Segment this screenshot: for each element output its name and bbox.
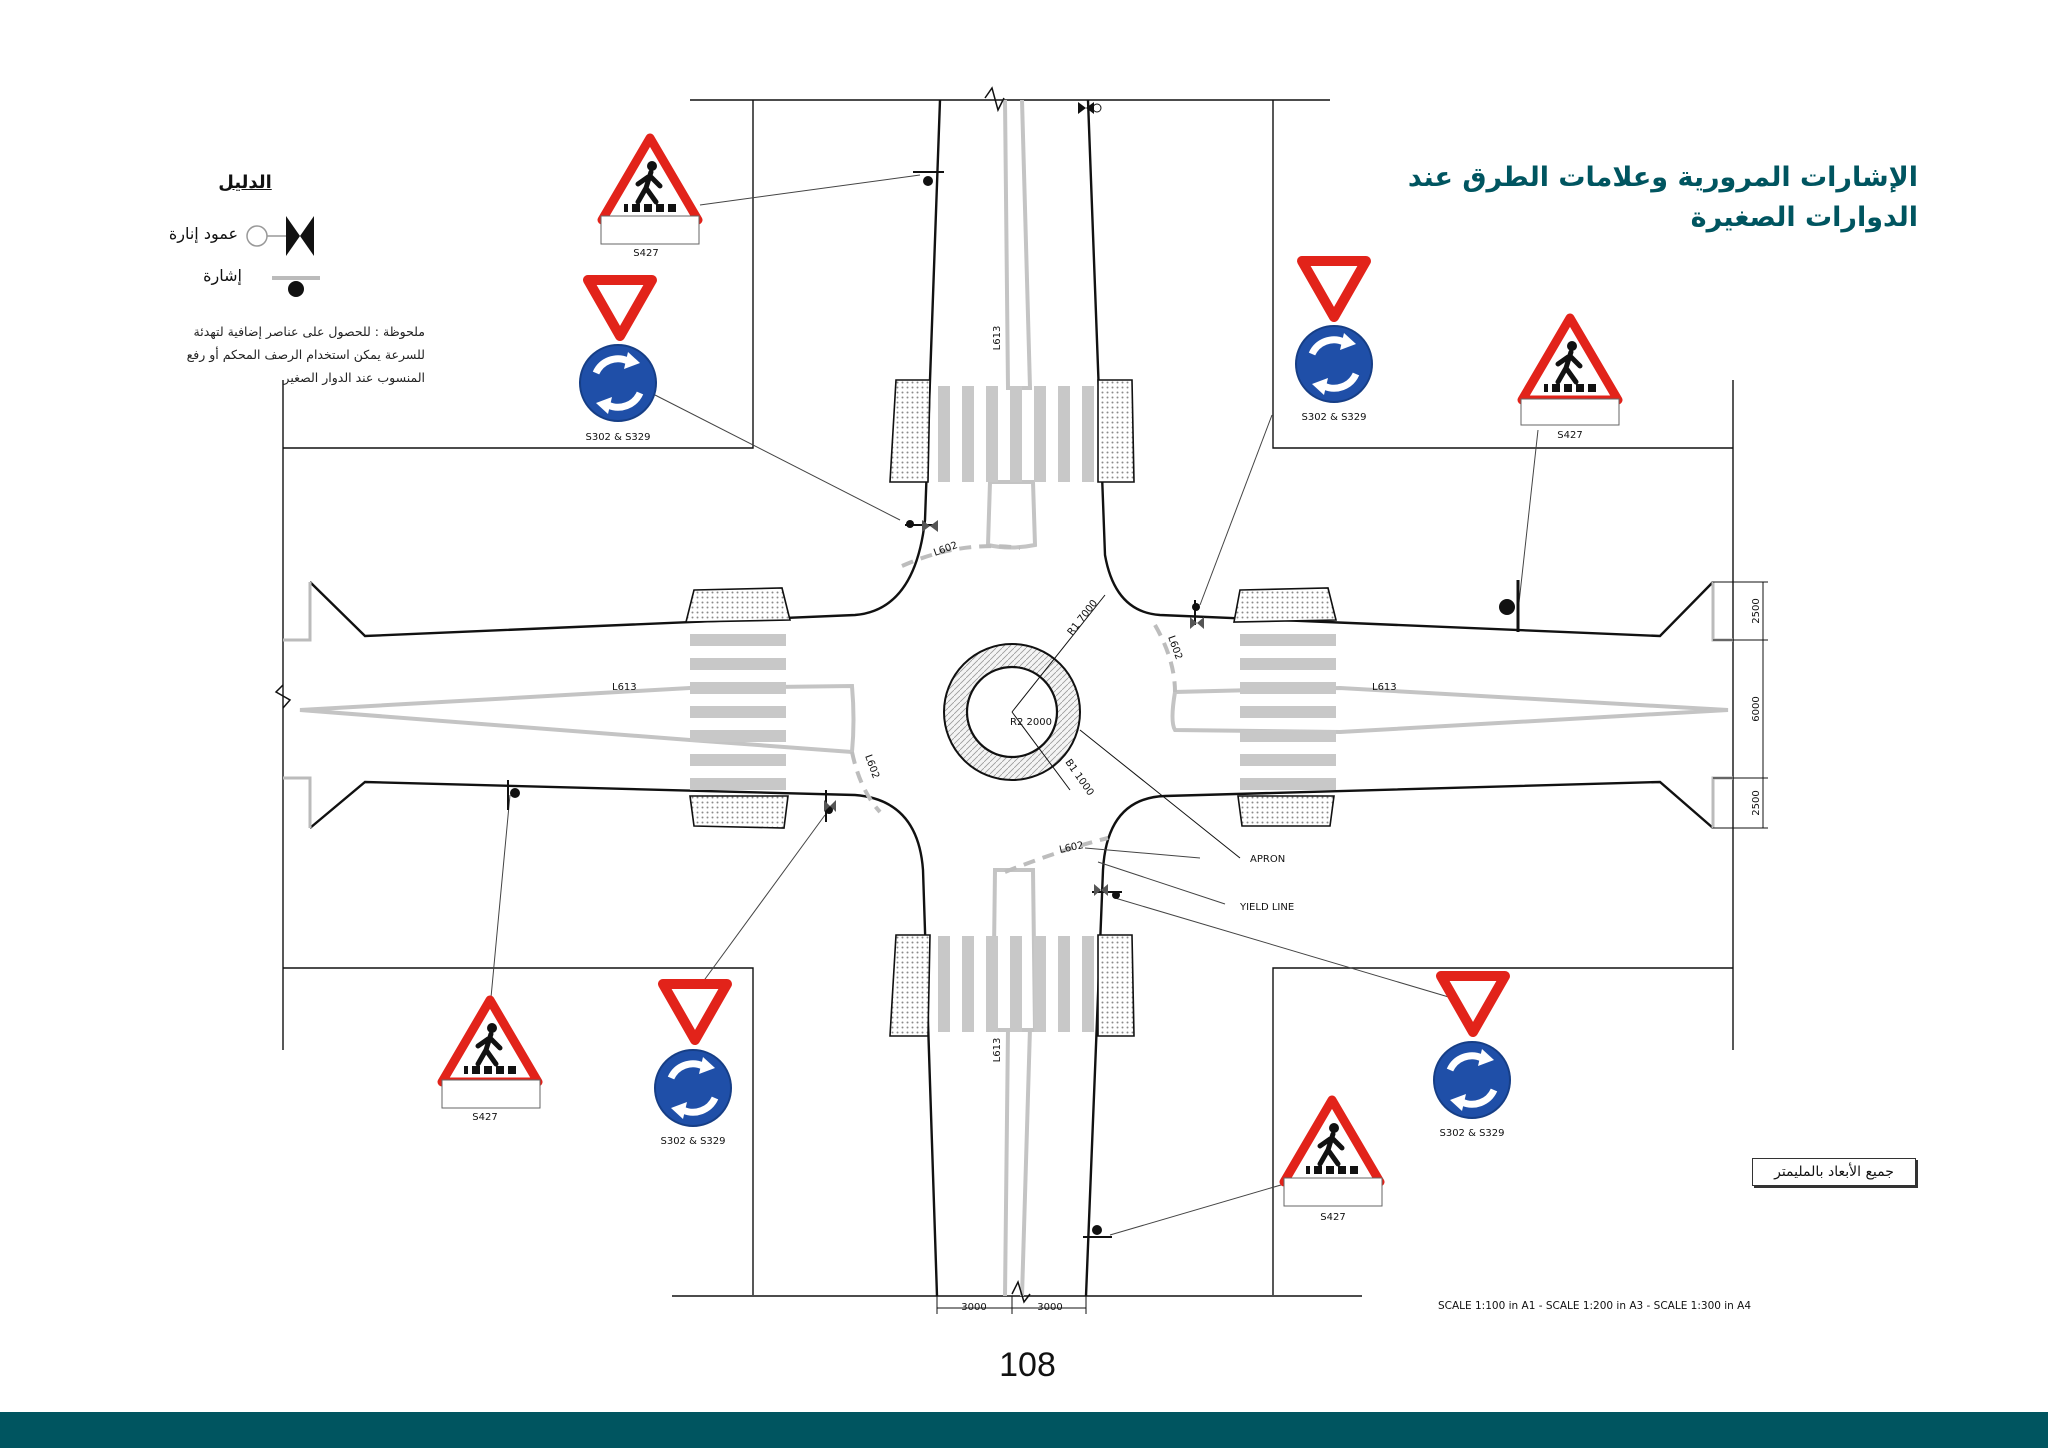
page-number: 108 (999, 1346, 1056, 1384)
sign-code-label: S302 & S329 (1301, 412, 1366, 423)
radius-label-r1: R1 7000 (1066, 598, 1100, 638)
units-note: جميع الأبعاد بالمليمتر (1752, 1158, 1916, 1186)
give-way-lines (850, 544, 1177, 874)
design-note: ملحوظة : للحصول على عناصر إضافية لتهدئة … (150, 320, 425, 389)
sign-s427-bottom-left (442, 1000, 540, 1109)
sign-code-label: S427 (472, 1112, 497, 1123)
design-note-line-2: للسرعة يمكن استخدام الرصف المحكم أو رفع (186, 347, 425, 362)
legend-heading: الدليل (218, 172, 272, 193)
dimension-label: 2500 (1751, 598, 1762, 623)
dimension-label: 6000 (1751, 696, 1762, 721)
sign-code-label: S427 (1557, 430, 1582, 441)
radius-label-r2: R2 2000 (1010, 717, 1052, 728)
sign-posts (507, 171, 1520, 1238)
marking-label-l613-left: L613 (612, 682, 637, 693)
marking-label-l602: L602 (932, 540, 959, 559)
property-boundaries (282, 99, 1734, 1297)
zebra-crossings (690, 386, 1336, 1032)
design-note-line-3: المنسوب عند الدوار الصغير (283, 370, 425, 385)
lighting-poles (824, 102, 1204, 896)
width-label-b1: B1 1000 (1063, 757, 1096, 798)
page-title: الإشارات المرورية وعلامات الطرق عند الدو… (1298, 158, 1918, 238)
page-title-line-2: الدوارات الصغيرة (1690, 202, 1918, 233)
leader-lines (489, 174, 1539, 1236)
marking-label-l602: L602 (862, 753, 881, 780)
sign-code-label: S427 (1320, 1212, 1345, 1223)
dimension-lines-right (1713, 581, 1768, 829)
break-mark-bottom (1011, 1279, 1031, 1304)
marking-label-l602: L602 (1058, 840, 1084, 856)
marking-label-l613-bottom: L613 (992, 1038, 1003, 1063)
sign-s427-top-right (1521, 318, 1619, 426)
sign-code-label: S302 & S329 (1439, 1128, 1504, 1139)
central-roundabout (943, 594, 1241, 859)
sign-code-label: S427 (633, 248, 658, 259)
sign-s302-s329-top-right (1296, 261, 1372, 402)
dimension-label: 3000 (961, 1302, 986, 1313)
marking-label-l613-top: L613 (992, 326, 1003, 351)
break-mark-top (984, 86, 1005, 113)
kerb-lines (309, 99, 1714, 1297)
legend-sign-label: إشارة (203, 266, 242, 285)
design-note-line-1: ملحوظة : للحصول على عناصر إضافية لتهدئة (193, 324, 425, 339)
legend-sign-symbol (272, 276, 320, 297)
apron-label: APRON (1250, 854, 1285, 865)
dimension-label: 2500 (1751, 790, 1762, 815)
scale-note: SCALE 1:100 in A1 - SCALE 1:200 in A3 - … (1438, 1300, 1752, 1312)
sign-s302-s329-bottom-left (655, 984, 731, 1126)
page-title-line-1: الإشارات المرورية وعلامات الطرق عند (1407, 162, 1918, 193)
sign-s427-top-left (601, 138, 699, 245)
break-mark-left (274, 684, 292, 709)
footer-bar (0, 1412, 2048, 1448)
tactile-paving (684, 379, 1338, 1037)
dimension-lines-bottom (936, 1296, 1087, 1314)
sign-s302-s329-bottom-right (1434, 976, 1510, 1118)
dimension-label: 3000 (1037, 1302, 1062, 1313)
yield-line-label: YIELD LINE (1239, 902, 1294, 913)
sign-s427-bottom-right (1284, 1100, 1382, 1207)
legend-lighting-pole-symbol (246, 216, 314, 256)
sign-code-label: S302 & S329 (660, 1136, 725, 1147)
legend-lighting-pole-label: عمود إنارة (168, 224, 238, 243)
sign-s302-s329-top-left (580, 280, 656, 421)
marking-label-l613-right: L613 (1372, 682, 1397, 693)
sign-code-label: S302 & S329 (585, 432, 650, 443)
